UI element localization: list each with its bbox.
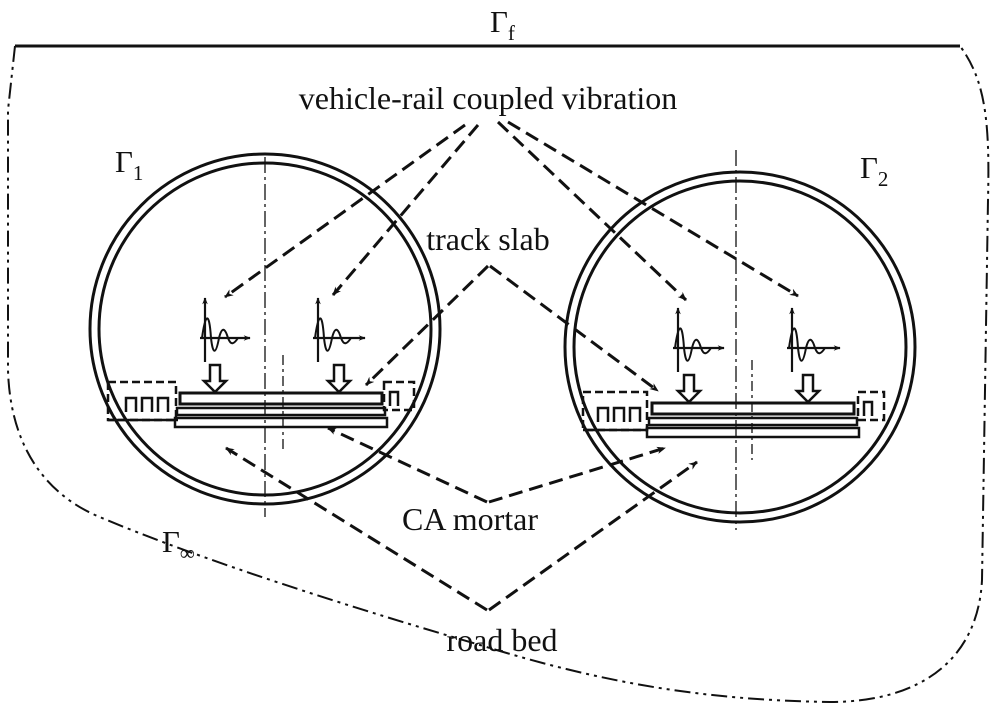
load-arrow-icon (200, 363, 230, 394)
tunnel-right-road-bed (645, 426, 861, 439)
tunnel-left (88, 152, 442, 517)
tunnel-left-ca-mortar (175, 406, 387, 417)
boundary-label-infinite: Γ∞ (162, 524, 195, 565)
leaders-road-bed (225, 446, 698, 612)
leaders-vibration (224, 120, 799, 302)
vibration-symbol (313, 297, 366, 362)
label-road-bed: road bed (446, 622, 557, 658)
tunnel-left-cable-trough-left (106, 380, 178, 422)
vibration-symbol (200, 297, 251, 362)
load-arrow-icon (674, 373, 704, 404)
tunnel-right-cable-trough-right (856, 390, 886, 422)
tunnel-right-inner-lining (572, 179, 908, 515)
infinite-boundary (7, 45, 990, 704)
label-ca-mortar: CA mortar (402, 501, 538, 537)
leaders-ca-mortar (327, 426, 666, 504)
load-arrow-icon (324, 363, 354, 394)
tunnel-right-cable-trough-left (581, 390, 649, 432)
vibration-symbol (673, 307, 725, 372)
tunnel-left-trough-detail (124, 396, 170, 412)
tunnel-right (563, 150, 917, 530)
tunnel-right-ca-mortar (647, 416, 859, 427)
boundary-label-tunnel-2: Γ2 (860, 150, 888, 191)
label-track-slab: track slab (426, 221, 550, 257)
tunnel-right-track-slab (650, 401, 856, 416)
tunnel-right-trough-detail (596, 406, 642, 422)
load-arrow-icon (793, 373, 823, 404)
leaders-track-slab (364, 264, 659, 393)
tunnel-right-trough-detail-right (862, 400, 874, 416)
tunnel-left-track-slab (178, 391, 384, 406)
boundary-label-free-surface: Γf (490, 4, 515, 45)
tunnel-right-outer-lining (563, 170, 917, 524)
label-vibration: vehicle-rail coupled vibration (299, 80, 678, 116)
tunnel-left-trough-detail-right (388, 390, 400, 406)
vibration-symbol (787, 307, 841, 372)
tunnel-left-road-bed (173, 416, 389, 429)
tunnel-left-cable-trough-right (382, 380, 416, 412)
boundary-label-tunnel-1: Γ1 (115, 144, 143, 185)
